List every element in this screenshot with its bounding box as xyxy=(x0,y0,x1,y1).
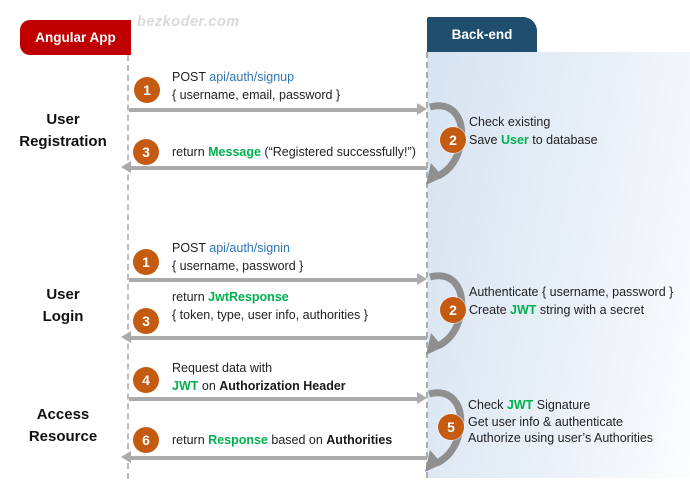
message-line: POST api/auth/signin xyxy=(172,240,303,258)
message-register-response: return Message (“Registered successfully… xyxy=(172,144,416,162)
message-line: return JwtResponse xyxy=(172,289,368,307)
step-circle: 5 xyxy=(438,414,464,440)
message-line: POST api/auth/signup xyxy=(172,69,340,87)
text: on xyxy=(198,378,220,393)
message-access-request: Request data with JWT on Authorization H… xyxy=(172,360,346,395)
keyword-authorization-header: Authorization Header xyxy=(219,378,346,393)
keyword-jwt: JWT xyxy=(510,302,537,317)
message-line: { username, email, password } xyxy=(172,87,341,102)
step-circle: 1 xyxy=(134,77,160,103)
keyword-jwt: JWT xyxy=(506,398,534,412)
message-register-backend: Check existing Save User to database xyxy=(469,114,598,149)
section-label-line: Resource xyxy=(28,428,98,445)
section-label-line: Login xyxy=(42,308,84,325)
step-circle: 3 xyxy=(133,308,159,334)
actor-backend: Back-end xyxy=(427,17,537,52)
keyword-user: User xyxy=(500,132,529,147)
message-line: { username, password } xyxy=(172,258,304,273)
step-circle: 2 xyxy=(440,297,466,323)
message-line: Request data with xyxy=(172,361,273,375)
message-login-backend: Authenticate { username, password } Crea… xyxy=(469,284,673,319)
message-line: JWT on Authorization Header xyxy=(172,378,346,396)
step-circle: 1 xyxy=(133,249,159,275)
message-register-request: POST api/auth/signup { username, email, … xyxy=(172,69,340,104)
message-login-response: return JwtResponse { token, type, user i… xyxy=(172,289,368,324)
text: string with a secret xyxy=(536,302,645,317)
message-line: Save User to database xyxy=(469,132,598,150)
step-circle: 6 xyxy=(133,427,159,453)
message-line: Authorize using user’s Authorities xyxy=(468,431,654,445)
message-access-response: return Response based on Authorities xyxy=(172,432,392,450)
keyword-response: Response xyxy=(208,433,268,447)
request-arrow xyxy=(129,392,427,404)
step-circle: 2 xyxy=(440,127,466,153)
request-arrow xyxy=(129,273,427,285)
keyword-message: Message xyxy=(208,145,261,159)
message-login-request: POST api/auth/signin { username, passwor… xyxy=(172,240,303,275)
response-arrow xyxy=(121,451,427,463)
section-label-access-resource: Access Resource xyxy=(3,404,123,448)
backend-activity-panel xyxy=(427,52,690,478)
message-line: Check existing xyxy=(469,115,551,129)
message-access-backend: Check JWT Signature Get user info & auth… xyxy=(468,397,653,447)
request-arrow xyxy=(129,103,427,115)
message-line: Get user info & authenticate xyxy=(468,414,623,429)
http-method: POST xyxy=(172,70,210,84)
message-line: Create JWT string with a secret xyxy=(469,302,673,320)
response-arrow xyxy=(121,161,427,173)
message-line: Authenticate { username, password } xyxy=(469,285,674,299)
text: return xyxy=(172,290,209,304)
message-line: return Message (“Registered successfully… xyxy=(172,144,416,162)
message-line: return Response based on Authorities xyxy=(172,432,392,450)
watermark: bezkoder.com xyxy=(137,14,240,30)
section-label-line: Registration xyxy=(19,133,107,150)
section-label-line: User xyxy=(46,286,80,303)
text: return xyxy=(172,145,209,159)
backend-lifeline xyxy=(426,52,428,478)
step-circle: 4 xyxy=(133,367,159,393)
endpoint-signup: api/auth/signup xyxy=(209,70,295,84)
step-circle: 3 xyxy=(133,139,159,165)
message-line: { token, type, user info, authorities } xyxy=(172,307,368,322)
keyword-jwt: JWT xyxy=(172,378,199,393)
actor-angular-app: Angular App xyxy=(20,20,131,55)
text: based on xyxy=(267,433,327,447)
section-label-user-registration: User Registration xyxy=(3,109,123,153)
text: Save xyxy=(469,132,501,147)
section-label-line: Access xyxy=(36,406,90,423)
text: (“Registered successfully!”) xyxy=(260,145,416,159)
section-label-line: User xyxy=(46,111,80,128)
keyword-jwtresponse: JwtResponse xyxy=(208,290,289,304)
endpoint-signin: api/auth/signin xyxy=(209,241,290,255)
angular-lifeline xyxy=(127,55,129,479)
text: to database xyxy=(528,132,598,147)
http-method: POST xyxy=(172,241,210,255)
text: Signature xyxy=(533,398,591,412)
keyword-authorities: Authorities xyxy=(326,433,393,447)
section-label-user-login: User Login xyxy=(3,284,123,328)
response-arrow xyxy=(121,331,427,343)
message-line: Check JWT Signature xyxy=(468,397,653,414)
text: return xyxy=(172,433,209,447)
text: Check xyxy=(468,398,507,412)
text: Create xyxy=(469,302,510,317)
